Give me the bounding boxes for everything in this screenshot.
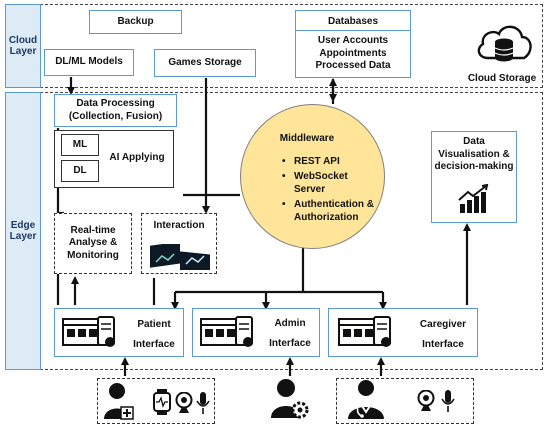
- cloud-layer-label: Cloud Layer: [5, 4, 41, 88]
- caregiver-icon: [348, 380, 384, 419]
- middleware-item: •WebSocket Server: [282, 171, 348, 195]
- caregiver-interface-label: Caregiver Interface: [419, 319, 467, 350]
- middleware-item: •REST API: [282, 156, 340, 167]
- backup-box: Backup: [89, 10, 182, 34]
- databases-box: Databases User Accounts Appointments Pro…: [295, 10, 411, 78]
- data-visualisation-box: Data Visualisation & decision-making: [431, 131, 517, 223]
- admin-icon: [271, 379, 309, 419]
- databases-title: Databases: [296, 16, 410, 31]
- webcam-icon: [417, 390, 435, 411]
- middleware-circle: [240, 104, 385, 249]
- data-processing-box: Data Processing (Collection, Fusion): [54, 94, 177, 127]
- interaction-box: Interaction: [141, 213, 217, 274]
- databases-item: Processed Data: [315, 60, 391, 71]
- edge-layer-label: Edge Layer: [5, 92, 41, 370]
- data-visualisation-label: Data Visualisation & decision-making: [434, 136, 514, 172]
- web-interface-icon: [62, 316, 115, 347]
- admin-interface-label: Admin Interface: [269, 318, 311, 349]
- databases-item: User Accounts: [317, 35, 389, 46]
- cloud-storage-label: Cloud Storage: [467, 73, 537, 84]
- smartwatch-icon: [153, 389, 171, 415]
- game-screens-icon: [150, 244, 210, 270]
- games-storage-box: Games Storage: [154, 49, 256, 77]
- microphone-icon: [441, 390, 455, 412]
- ai-applying-label: AI Applying: [109, 152, 165, 163]
- dl-box: DL: [61, 160, 99, 182]
- middleware-list: •REST API •WebSocket Server •Authenticat…: [282, 155, 378, 224]
- patient-icon: [104, 383, 134, 420]
- bar-chart-growth-icon: [458, 183, 489, 213]
- caregiver-devices-group: [336, 378, 474, 424]
- dl-ml-models-box: DL/ML Models: [44, 49, 134, 76]
- microphone-icon: [196, 392, 210, 414]
- interaction-label: Interaction: [153, 220, 205, 231]
- web-interface-icon: [338, 316, 391, 347]
- databases-item: Appointments: [319, 47, 387, 59]
- realtime-monitoring-box: Real-time Analyse & Monitoring: [54, 213, 132, 274]
- webcam-icon: [175, 392, 193, 413]
- middleware-title: Middleware: [279, 133, 335, 144]
- web-interface-icon: [200, 316, 253, 347]
- database-cloud-icon: [477, 25, 532, 62]
- patient-interface-label: Patient Interface: [133, 319, 175, 350]
- patient-devices-group: [97, 378, 215, 424]
- ml-box: ML: [61, 134, 99, 156]
- middleware-item: •Authentication & Authorization: [282, 199, 374, 223]
